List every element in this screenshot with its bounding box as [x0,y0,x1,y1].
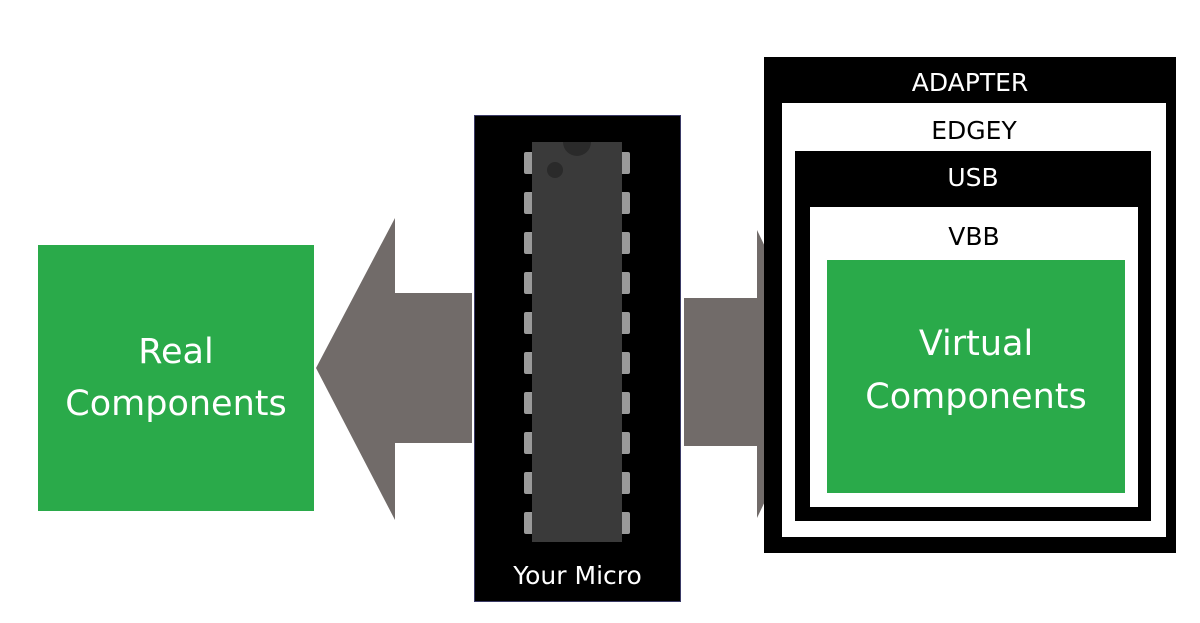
chip-pin [524,272,534,294]
chip-pin [524,232,534,254]
micro-label: Your Micro [513,561,642,590]
chip-pin [524,472,534,494]
chip-pin [524,352,534,374]
chip-pin [524,312,534,334]
real-components-label: Real Components [65,332,287,424]
chip-pin [620,232,630,254]
chip-pin [524,192,534,214]
chip-pin [620,312,630,334]
chip-pins-left [524,152,534,534]
chip-pin [620,352,630,374]
chip-pin [524,152,534,174]
usb-label: USB [947,163,999,192]
chip-pin [620,272,630,294]
chip-pins-right [620,152,630,534]
chip-pin [524,512,534,534]
chip-body [532,142,622,542]
chip-pin [620,192,630,214]
adapter-label: ADAPTER [911,68,1029,97]
real-components-box: Real Components [38,245,314,511]
chip-pin [620,432,630,454]
chip-pin [620,472,630,494]
chip-pin [620,152,630,174]
chip-pin [524,392,534,414]
chip-pin [620,512,630,534]
vbb-label: VBB [948,222,1000,251]
chip-pin [620,392,630,414]
chip-notch [563,142,591,156]
microchip-icon [524,142,630,542]
virtual-components-label: Virtual Components [865,323,1087,417]
virtual-components-box: Virtual Components [827,260,1125,493]
left-arrow-shape [316,218,472,520]
edgey-label: EDGEY [931,116,1017,145]
chip-pin [524,432,534,454]
chip-pin1-dot [547,162,563,178]
